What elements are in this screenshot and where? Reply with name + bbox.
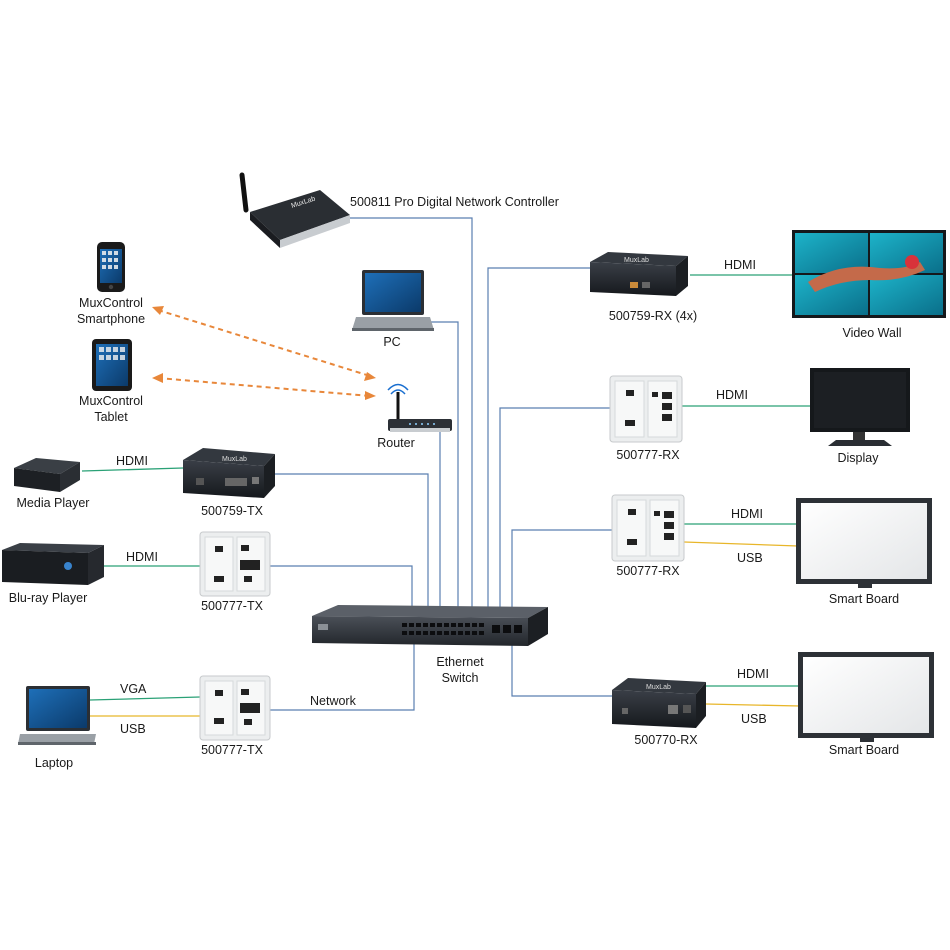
hdmi-line-vga-laptop: [89, 696, 201, 701]
switch-label-line1: Ethernet: [436, 655, 484, 669]
smartphone-label-line1: MuxControl: [79, 296, 143, 310]
switch-label-line2: Switch: [441, 671, 479, 685]
rx-777b-wallplate: [611, 494, 685, 562]
media-player-device: [14, 458, 80, 492]
usb-line-smartboard-a: [683, 541, 799, 547]
bluray-player-device: [2, 543, 104, 585]
smart-board-b-label: Smart Board: [828, 743, 900, 757]
network-line-pc: [430, 321, 459, 612]
network-line-rx770: [511, 640, 612, 697]
controller-label: 500811 Pro Digital Network Controller: [350, 195, 559, 209]
svg-text:MuxLab: MuxLab: [222, 456, 247, 463]
network-line-rx777a: [499, 407, 610, 612]
video-wall-label: Video Wall: [842, 326, 902, 340]
network-line-tx777b: [270, 640, 415, 711]
display-monitor: [810, 368, 910, 446]
svg-text:MuxLab: MuxLab: [624, 257, 649, 264]
smart-board-b: [798, 652, 934, 742]
bluray-label: Blu-ray Player: [8, 591, 88, 605]
network-line-tx777a: [270, 565, 413, 612]
usb-line-smartboard-b: [705, 703, 801, 707]
rx-777b-label: 500777-RX: [616, 564, 680, 578]
usb-cables: [90, 541, 801, 717]
laptop-label: Laptop: [34, 756, 74, 770]
smart-board-a-label: Smart Board: [828, 592, 900, 606]
usb-smartboard-a-label: USB: [737, 551, 763, 565]
hdmi-line-media: [81, 467, 184, 472]
rx-777a-label: 500777-RX: [616, 448, 680, 462]
rx-770-device: MuxLab: [612, 678, 706, 728]
smartphone-device: [97, 242, 125, 292]
router-label: Router: [377, 436, 415, 450]
tx-777a-label: 500777-TX: [201, 599, 263, 613]
hdmi-smartboard-b-label: HDMI: [737, 667, 769, 681]
tablet-label-line1: MuxControl: [79, 394, 143, 408]
network-controller-device: MuxLab: [239, 172, 350, 248]
smart-board-a: [796, 498, 932, 588]
media-player-label: Media Player: [16, 496, 90, 510]
network-line-controller: [340, 217, 473, 612]
tablet-device: [92, 339, 132, 391]
svg-text:MuxLab: MuxLab: [646, 684, 671, 691]
tx-759-device: MuxLab: [183, 448, 275, 498]
rx-777a-wallplate: [609, 375, 683, 443]
antenna-icon: [239, 172, 249, 213]
pc-label: PC: [383, 335, 401, 349]
network-line-rx759: [487, 267, 590, 612]
rx-770-label: 500770-RX: [634, 733, 698, 747]
rx-759-device: MuxLab: [590, 252, 688, 296]
ethernet-switch-device: [312, 605, 548, 646]
display-label: Display: [837, 451, 879, 465]
wireless-links: [157, 309, 371, 397]
pc-device: [352, 270, 434, 331]
network-cables: [270, 217, 612, 711]
wireless-arrowheads: [152, 306, 376, 400]
hdmi-cables: [81, 274, 810, 701]
hdmi-display-label: HDMI: [716, 388, 748, 402]
hdmi-media-label: HDMI: [116, 454, 148, 468]
hdmi-bluray-label: HDMI: [126, 550, 158, 564]
rx-759-label: 500759-RX (4x): [608, 309, 698, 323]
vga-laptop-label: VGA: [120, 682, 147, 696]
network-label: Network: [310, 694, 356, 708]
usb-smartboard-b-label: USB: [741, 712, 767, 726]
laptop-device: [18, 686, 96, 745]
tx-777a-wallplate: [199, 531, 271, 597]
tx-777b-wallplate: [199, 675, 271, 741]
tablet-label-line2: Tablet: [94, 410, 128, 424]
smartphone-label-line2: Smartphone: [76, 312, 146, 326]
network-line-tx759: [270, 473, 429, 612]
tx-759-label: 500759-TX: [201, 504, 263, 518]
usb-laptop-label: USB: [120, 722, 146, 736]
router-device: [387, 383, 452, 432]
hdmi-videowall-label: HDMI: [724, 258, 756, 272]
hdmi-smartboard-a-label: HDMI: [731, 507, 763, 521]
tx-777b-label: 500777-TX: [201, 743, 263, 757]
network-line-rx777b: [511, 529, 612, 612]
video-wall-display: [792, 230, 946, 318]
